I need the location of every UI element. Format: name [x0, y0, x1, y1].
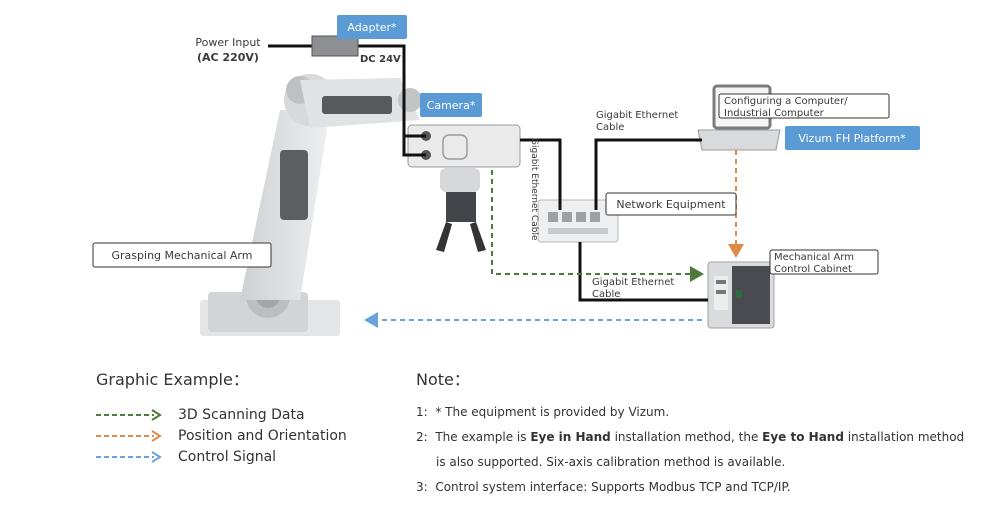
- ethernet-cable-vertical-label: Gigabit Ethernet Cable: [529, 138, 539, 241]
- note-text: installation method: [843, 430, 965, 444]
- note-continuation: is also supported. Six-axis calibration …: [416, 450, 964, 475]
- computer-label-2: Industrial Computer: [724, 108, 825, 119]
- power-input-label: Power Input: [195, 36, 261, 49]
- network-switch-illustration: [537, 199, 619, 243]
- cables: [268, 44, 708, 302]
- note-item: 1: * The equipment is provided by Vizum.: [416, 400, 964, 425]
- note-number: 3:: [416, 480, 428, 494]
- legend-title: Graphic Example：: [96, 370, 249, 389]
- legend-item: Position and Orientation: [96, 425, 347, 446]
- control-cabinet-illustration: [707, 261, 775, 329]
- note-emphasis: Eye to Hand: [762, 430, 844, 444]
- note-text: The example is: [435, 430, 531, 444]
- legend-label: Position and Orientation: [178, 427, 347, 444]
- note-text: Control system interface: Supports Modbu…: [435, 480, 791, 494]
- note-item: 3: Control system interface: Supports Mo…: [416, 475, 964, 500]
- blue-dashed-arrow-icon: [96, 450, 162, 463]
- cabinet-tag: [769, 249, 879, 275]
- notes: Note： 1: * The equipment is provided by …: [416, 366, 964, 500]
- legend-label: 3D Scanning Data: [178, 406, 305, 423]
- grasping-arm-label: Grasping Mechanical Arm: [112, 249, 253, 262]
- notes-title: Note：: [416, 370, 470, 389]
- ethernet-cable-bottom-label: Gigabit Ethernet: [592, 277, 674, 288]
- scan-data-flow: [491, 170, 704, 282]
- note-emphasis: Eye in Hand: [530, 430, 611, 444]
- note-number: 1:: [416, 405, 428, 419]
- adapter-tag: [337, 15, 407, 39]
- platform-tag: [785, 126, 920, 150]
- legend-item: Control Signal: [96, 446, 347, 467]
- camera-tag: [420, 93, 482, 117]
- cabinet-label-2: Control Cabinet: [774, 264, 852, 275]
- ethernet-cable-bottom-label-2: Cable: [592, 289, 620, 300]
- power-input-voltage: (AC 220V): [197, 51, 259, 64]
- computer-tag: [718, 93, 890, 119]
- adapter-box: [311, 35, 359, 57]
- grasping-arm-tag: [92, 242, 272, 268]
- green-dashed-arrow-icon: [96, 408, 162, 421]
- note-text: is also supported. Six-axis calibration …: [436, 455, 786, 469]
- dc-voltage-label: DC 24V: [360, 54, 401, 65]
- ethernet-cable-top-label-2: Cable: [596, 122, 624, 133]
- network-equipment-label: Network Equipment: [616, 198, 726, 211]
- note-number: 2:: [416, 430, 428, 444]
- camera-label: Camera*: [427, 99, 476, 112]
- adapter-label: Adapter*: [347, 21, 397, 34]
- legend: Graphic Example： 3D Scanning Data Positi…: [96, 366, 347, 467]
- note-item: 2: The example is Eye in Hand installati…: [416, 425, 964, 450]
- orange-dashed-arrow-icon: [96, 429, 162, 442]
- platform-label: Vizum FH Platform*: [798, 132, 906, 145]
- network-equipment-tag: [605, 192, 737, 216]
- note-text: * The equipment is provided by Vizum.: [435, 405, 670, 419]
- legend-label: Control Signal: [178, 448, 277, 465]
- legend-item: 3D Scanning Data: [96, 404, 347, 425]
- cabinet-label: Mechanical Arm: [774, 252, 854, 263]
- computer-label: Configuring a Computer/: [724, 96, 848, 107]
- note-text: installation method, the: [610, 430, 763, 444]
- ethernet-cable-top-label: Gigabit Ethernet: [596, 110, 678, 121]
